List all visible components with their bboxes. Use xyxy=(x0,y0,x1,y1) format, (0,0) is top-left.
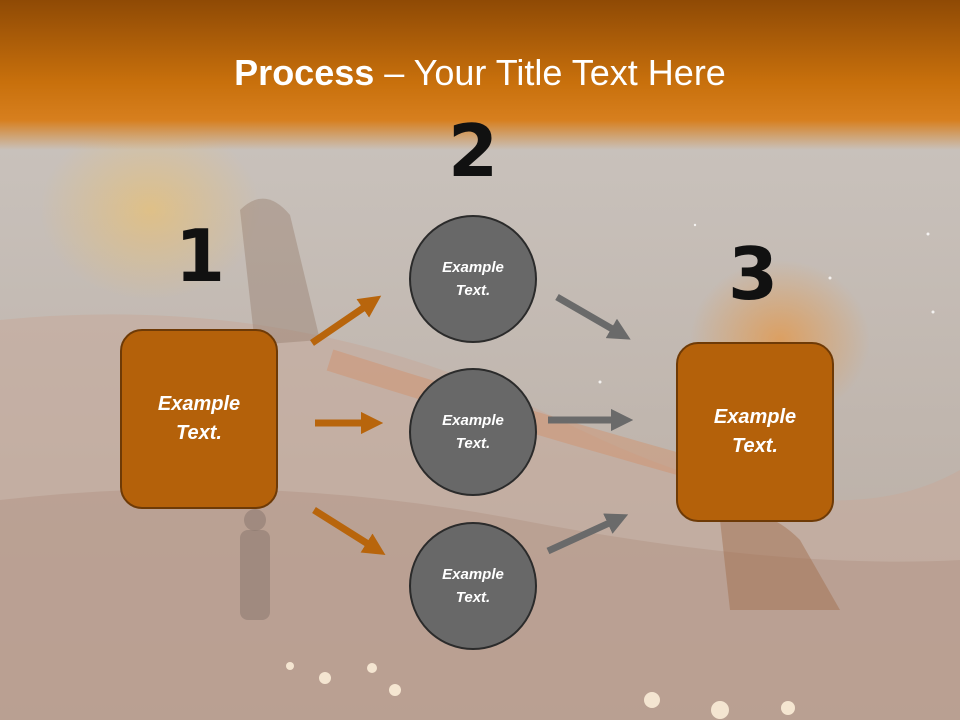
title-bold: Process xyxy=(234,52,375,93)
step-2-circle-bottom: Example Text. xyxy=(409,522,537,650)
step-2-middle-text: Example Text. xyxy=(442,412,504,452)
page-title: Process – Your Title Text Here xyxy=(0,52,960,94)
step-1-number: 1 xyxy=(174,214,226,298)
step-1-text: Example Text. xyxy=(157,393,241,444)
step-2-circle-middle: Example Text. xyxy=(409,368,537,496)
arrow-1-to-2-top xyxy=(310,295,382,346)
step-2-circle-top: Example Text. xyxy=(409,215,537,343)
arrow-2-top-to-3 xyxy=(555,293,631,340)
title-banner xyxy=(0,0,960,150)
step-2-top-text: Example Text. xyxy=(442,259,504,299)
arrow-2-bottom-to-3 xyxy=(546,513,629,555)
title-rest: – Your Title Text Here xyxy=(374,52,726,93)
step-3-box: Example Text. xyxy=(676,342,834,522)
step-2-number: 2 xyxy=(447,109,499,193)
step-1-box: Example Text. xyxy=(120,329,278,509)
step-3-text: Example Text. xyxy=(713,406,797,457)
arrow-1-to-2-bottom xyxy=(312,507,386,555)
step-3-number: 3 xyxy=(727,232,779,316)
step-2-bottom-text: Example Text. xyxy=(442,566,504,606)
